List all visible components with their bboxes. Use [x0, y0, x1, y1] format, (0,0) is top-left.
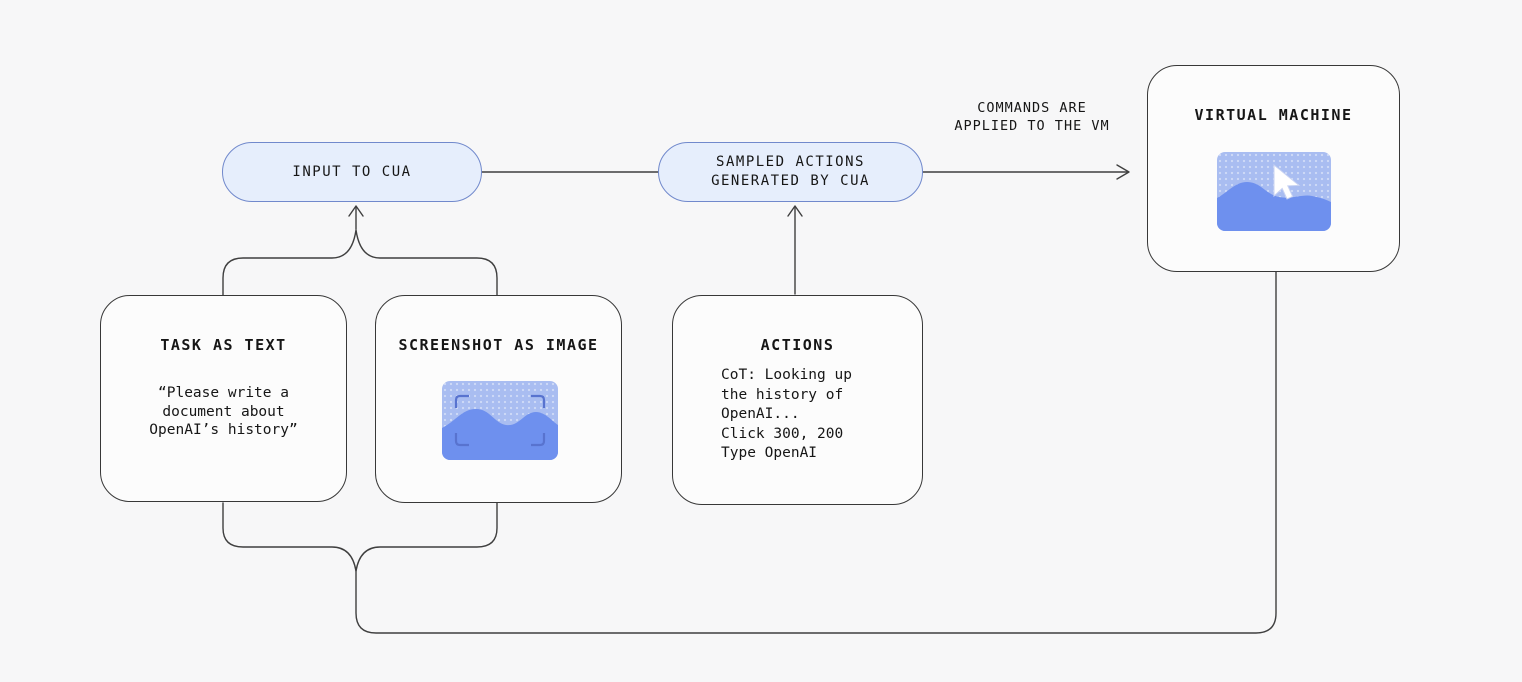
actions-text: CoT: Looking up the history of OpenAI...…: [721, 366, 852, 464]
task-text-line2: document about: [162, 403, 285, 420]
actions-line1: CoT: Looking up: [721, 367, 852, 383]
virtual-machine-box: VIRTUAL MACHINE: [1147, 65, 1400, 272]
actions-line2: the history of: [721, 386, 844, 403]
virtual-machine-title: VIRTUAL MACHINE: [1194, 106, 1353, 124]
actions-line3: OpenAI...: [721, 406, 800, 422]
screenshot-as-image-box: SCREENSHOT AS IMAGE: [375, 295, 622, 503]
arrowhead-to-sampled: [787, 205, 803, 217]
sampled-actions-node: SAMPLED ACTIONS GENERATED BY CUA: [658, 142, 923, 202]
actions-box: ACTIONS CoT: Looking up the history of O…: [672, 295, 923, 505]
screenshot-as-image-title: SCREENSHOT AS IMAGE: [398, 336, 599, 354]
commands-caption-line1: COMMANDS ARE: [977, 100, 1087, 116]
input-to-cua-label: INPUT TO CUA: [292, 163, 412, 180]
brace-top: [222, 229, 498, 296]
feedback-loop-line: [355, 271, 1277, 634]
task-text-line1: “Please write a: [158, 385, 289, 401]
sampled-actions-label-line1: SAMPLED ACTIONS: [716, 154, 865, 170]
task-text-quote: “Please write a document about OpenAI’s …: [101, 384, 346, 440]
task-as-text-title: TASK AS TEXT: [160, 336, 287, 354]
brace-bottom: [222, 502, 498, 572]
task-as-text-box: TASK AS TEXT “Please write a document ab…: [100, 295, 347, 502]
actions-line5: Type OpenAI: [721, 445, 818, 461]
arrowhead-to-vm: [1116, 164, 1130, 180]
task-text-line3: OpenAI’s history”: [149, 422, 298, 438]
actions-title: ACTIONS: [760, 336, 835, 354]
commands-arrow-caption: COMMANDS ARE APPLIED TO THE VM: [902, 100, 1162, 135]
vm-screen-icon: [1217, 152, 1331, 231]
screenshot-thumbnail-icon: [442, 381, 558, 460]
input-to-cua-node: INPUT TO CUA: [222, 142, 482, 202]
commands-caption-line2: APPLIED TO THE VM: [954, 117, 1110, 134]
arrowhead-to-input: [348, 205, 364, 217]
cursor-icon: [1273, 163, 1301, 200]
actions-line4: Click 300, 200: [721, 425, 844, 442]
sampled-actions-label-line2: GENERATED BY CUA: [711, 173, 870, 189]
viewfinder-brackets-icon: [454, 394, 546, 447]
